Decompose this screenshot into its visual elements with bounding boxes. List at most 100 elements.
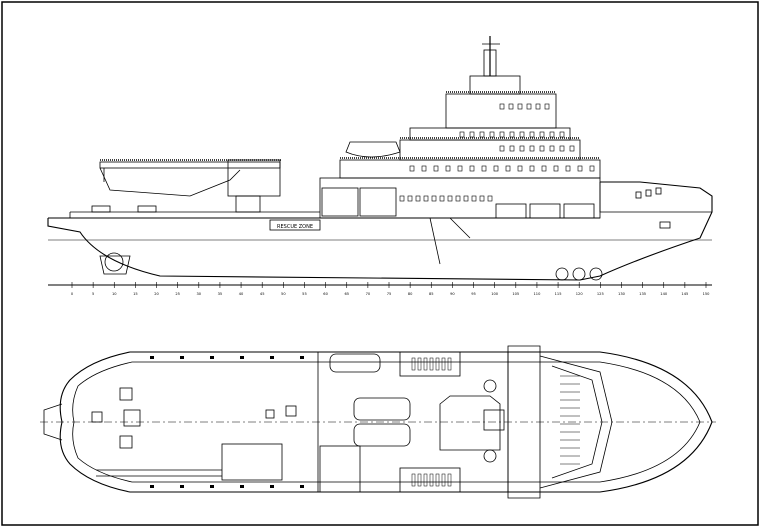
edge-fitting: [240, 485, 244, 488]
bollard-1: [119, 387, 133, 401]
frame-tick-label: 65: [344, 292, 349, 296]
window: [549, 131, 555, 138]
bollard-3: [119, 435, 133, 449]
window: [409, 165, 415, 172]
window: [508, 103, 514, 110]
frame-tick-label: 5: [92, 292, 94, 296]
window: [469, 131, 475, 138]
frame-tick-label: 55: [302, 292, 307, 296]
lifeboat-profile: [345, 141, 401, 158]
deck-fitting-2: [265, 409, 275, 419]
edge-fitting: [180, 485, 184, 488]
forecastle-plan: [539, 355, 613, 489]
edge-fitting: [150, 356, 154, 359]
winch-grid: [429, 473, 434, 487]
bow-thruster-1: [555, 267, 569, 281]
stern-notch: [43, 403, 63, 441]
plan-view: [40, 345, 716, 499]
winch-room-upper: [399, 351, 461, 377]
window: [529, 131, 535, 138]
window: [549, 145, 555, 152]
winch-grid: [435, 357, 440, 371]
frame-tick-label: 80: [408, 292, 413, 296]
bridge-deck: [445, 93, 557, 129]
frame-tick-label: 125: [597, 292, 604, 296]
gangway: [429, 217, 441, 265]
window: [471, 195, 477, 202]
window: [457, 165, 463, 172]
winch-grid: [441, 473, 446, 487]
hull-outline: [47, 181, 713, 281]
frame-tick-label: 135: [639, 292, 646, 296]
edge-fitting: [270, 485, 274, 488]
window: [463, 195, 469, 202]
bow-deck: [599, 182, 712, 213]
davit-arm: [449, 217, 471, 239]
frame-tick-label: 45: [260, 292, 265, 296]
rudder: [99, 255, 131, 275]
window: [479, 195, 485, 202]
rescue-zone-label: RESCUE ZONE: [277, 224, 313, 230]
frame-tick-label: 95: [471, 292, 476, 296]
window: [589, 165, 595, 172]
frame-tick-label: 100: [491, 292, 499, 296]
window: [415, 195, 421, 202]
window: [509, 145, 515, 152]
window: [539, 131, 545, 138]
frame-tick-label: 10: [112, 292, 117, 296]
winch-block: [483, 409, 505, 431]
frame-tick-label: 70: [366, 292, 371, 296]
frame-tick-label: 90: [450, 292, 455, 296]
window: [535, 103, 541, 110]
window: [499, 103, 505, 110]
window: [433, 165, 439, 172]
deck-fitting-1: [285, 405, 297, 417]
window: [544, 103, 550, 110]
winch-drum-2: [483, 449, 497, 463]
deck-hatch-1: [91, 205, 111, 213]
winch-grid: [429, 357, 434, 371]
frame-tick-label: 130: [618, 292, 626, 296]
fwd-window-3: [563, 203, 595, 219]
anchor-pocket: [659, 221, 671, 229]
winch-drum-1: [483, 379, 497, 393]
window: [529, 165, 535, 172]
rescue-boat-top: [329, 353, 381, 373]
window: [565, 165, 571, 172]
winch-grid: [447, 357, 452, 371]
bow-thruster-3: [589, 267, 603, 281]
frame-tick-label: 75: [387, 292, 392, 296]
winch-grid: [417, 473, 422, 487]
window: [577, 165, 583, 172]
forecastle-inner: [551, 365, 603, 479]
window: [455, 195, 461, 202]
edge-fitting: [150, 485, 154, 488]
frame-tick-label: 15: [133, 292, 138, 296]
window: [421, 165, 427, 172]
window: [539, 145, 545, 152]
bow-porthole-3: [655, 187, 662, 195]
bridge-plan: [507, 345, 541, 499]
edge-fitting: [210, 485, 214, 488]
crane-plan-house: [221, 443, 283, 481]
window: [509, 131, 515, 138]
frame-tick-label: 110: [534, 292, 542, 296]
edge-fitting: [270, 356, 274, 359]
winch-room-lower: [399, 467, 461, 493]
window: [517, 103, 523, 110]
crane: [99, 159, 281, 213]
window: [559, 131, 565, 138]
crane-boom-lower: [99, 167, 241, 197]
window: [447, 195, 453, 202]
winch-grid: [435, 473, 440, 487]
frame-tick-label: 115: [555, 292, 562, 296]
deck-edge: [72, 361, 701, 483]
window: [423, 195, 429, 202]
frame-tick-label: 150: [703, 292, 711, 296]
window: [489, 131, 495, 138]
window: [407, 195, 413, 202]
winch-grid: [423, 473, 428, 487]
bow-porthole-2: [645, 189, 652, 197]
